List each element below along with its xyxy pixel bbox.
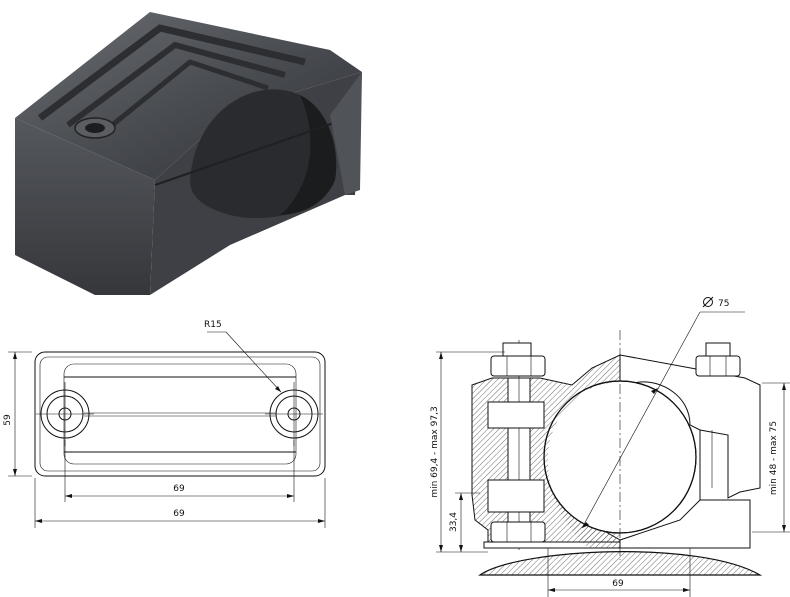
split-line: [154, 117, 349, 186]
overall-height-label: min 69,4 - max 97,3: [430, 406, 440, 497]
bottom-nut: [490, 521, 546, 543]
base-height-label: 33,4: [449, 512, 459, 532]
cable-opening: [190, 89, 337, 219]
right-nut: [695, 342, 741, 377]
height-label: 59: [3, 414, 13, 426]
right-body-outline: [619, 354, 761, 499]
base-width-label: 69: [612, 579, 624, 589]
product-photo: [15, 12, 362, 295]
clamp-front-face: [15, 118, 155, 295]
right-bolt-boss: [265, 382, 323, 446]
top-view-outline: [34, 351, 326, 477]
radius-label: R15: [204, 320, 222, 330]
top-view-rib: [63, 363, 297, 465]
cable-opening-shadow: [280, 95, 337, 215]
outer-width-label: 69: [173, 509, 185, 519]
clamp-range-label: min 48 - max 75: [769, 421, 779, 495]
section-view-drawing: 75 min 69,4 - max 97,3 33,4 min 48 - max…: [430, 296, 790, 597]
clamp-rib: [37, 24, 306, 121]
clamp-rib: [66, 41, 286, 128]
top-view-drawing: R15 59 69 69: [3, 320, 326, 528]
bolt-hole-inner: [85, 123, 105, 133]
clamp-right-block: [330, 72, 362, 195]
diameter-label: 75: [718, 299, 729, 309]
inner-width-label: 69: [173, 484, 185, 494]
clamp-rib: [98, 59, 269, 137]
left-bolt-boss: [36, 382, 94, 446]
diameter-symbol: [702, 296, 714, 308]
top-nut: [490, 342, 546, 377]
